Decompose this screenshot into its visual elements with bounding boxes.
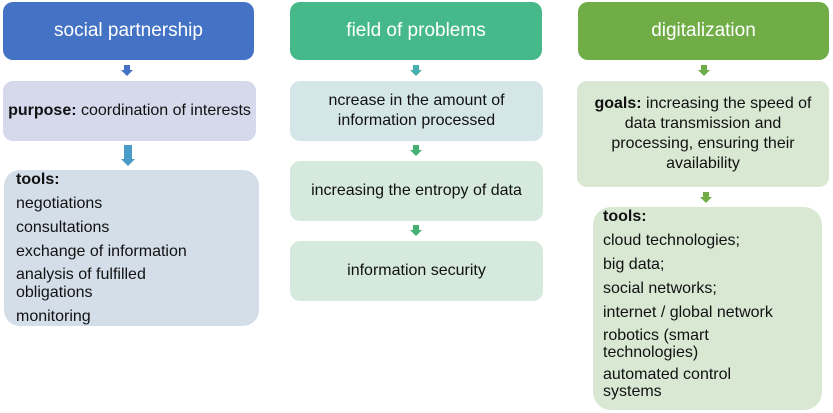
arrow-down-icon [410,225,422,236]
digitalization-header: digitalization [578,2,829,60]
tools-box-digital: tools: cloud technologies; big data; soc… [593,207,822,410]
tool-item: automated control systems [603,366,732,400]
field-of-problems-header: field of problems [290,2,542,60]
tool-item: cloud technologies; [603,232,740,249]
arrow-down-icon [121,65,133,76]
tools-title: tools: [16,171,60,188]
social-partnership-title: social partnership [54,20,203,41]
purpose-text: coordination of interests [76,102,251,119]
tool-item: big data; [603,256,665,273]
tool-item: negotiations [16,195,103,212]
tool-item: internet / global network [603,304,773,321]
goals-label: goals: [594,95,642,112]
tools-title: tools: [603,208,647,225]
goals-box: goals: increasing the speed of data tran… [577,81,829,187]
tool-item: analysis of fulfilled obligations [16,266,146,301]
digitalization-title: digitalization [651,20,756,41]
problem-text: ncrease in the amount of information pro… [328,92,505,129]
problem-box: ncrease in the amount of information pro… [290,81,543,141]
purpose-box: purpose: coordination of interests [3,81,256,141]
arrow-down-icon [410,65,422,76]
arrow-down-icon [700,192,712,203]
tool-item: robotics (smart technologies) [603,327,709,361]
arrow-down-icon [410,145,422,156]
tools-box-social: tools: negotiations consultations exchan… [4,170,259,326]
problem-box: increasing the entropy of data [290,161,543,221]
problem-text: increasing the entropy of data [311,182,522,199]
tool-item: monitoring [16,308,91,325]
field-of-problems-title: field of problems [346,20,486,41]
problem-text: information security [347,262,486,279]
purpose-label: purpose: [8,102,77,119]
tool-item: consultations [16,219,110,236]
problem-box: information security [290,241,543,301]
social-partnership-header: social partnership [3,2,254,60]
tool-item: social networks; [603,280,717,297]
arrow-down-icon [121,145,135,166]
goals-text: increasing the speed of data transmissio… [611,95,812,172]
arrow-down-icon [698,65,710,76]
tool-item: exchange of information [16,243,187,260]
